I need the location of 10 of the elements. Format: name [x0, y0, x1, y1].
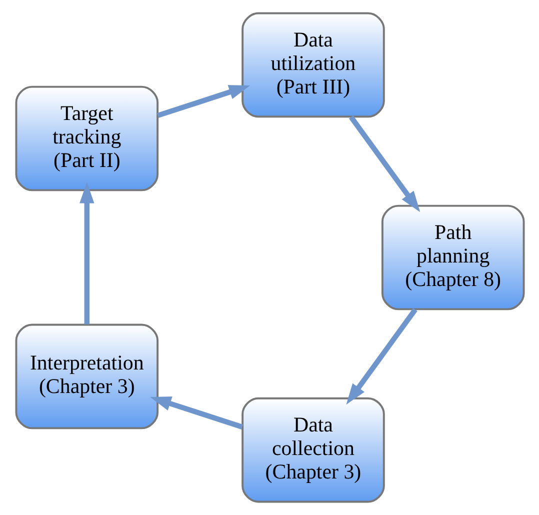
node-box: Data utilization (Part III)	[241, 12, 384, 118]
arrow	[150, 396, 243, 430]
arrow	[346, 308, 417, 405]
node-box: Path planning (Chapter 8)	[380, 204, 524, 310]
node-box: Data collection (Chapter 3)	[241, 397, 384, 503]
arrow	[79, 182, 94, 324]
arrow	[348, 116, 420, 212]
node-box: Target tracking (Part II)	[14, 86, 158, 192]
node-box: Interpretation (Chapter 3)	[14, 324, 158, 430]
arrow	[156, 85, 250, 118]
